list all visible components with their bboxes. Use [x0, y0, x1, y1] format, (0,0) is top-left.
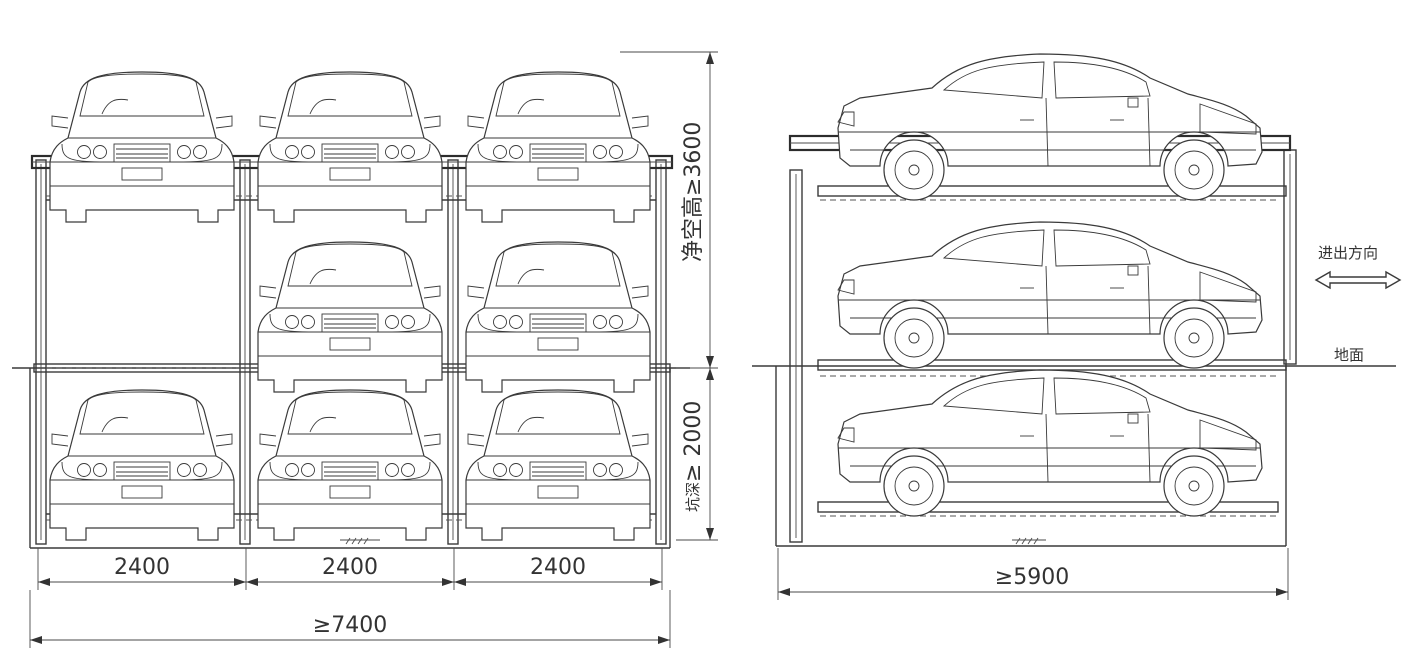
- side-length: ≥5900: [995, 565, 1069, 590]
- vertical-dimension: 净空高≥3600 坑深 ≥ 2000: [620, 51, 718, 541]
- bay-width-1: 2400: [114, 555, 170, 580]
- direction-label: 进出方向: [1318, 244, 1378, 262]
- bay-width-3: 2400: [530, 555, 586, 580]
- total-width: ≥7400: [313, 613, 387, 638]
- side-cars: [837, 53, 1263, 517]
- length-dimension: ≥5900: [777, 548, 1289, 600]
- side-view: 地面 进出: [752, 53, 1402, 600]
- pit-depth-value: ≥ 2000: [681, 401, 706, 482]
- bay-width-2: 2400: [322, 555, 378, 580]
- clear-height-label: 净空高≥3600: [681, 122, 706, 262]
- front-cars: [49, 71, 651, 541]
- direction-arrow: 进出方向: [1314, 244, 1402, 290]
- ground-label: 地面: [1334, 346, 1364, 364]
- front-view: 净空高≥3600 坑深 ≥ 2000 2400 2400 2400: [12, 51, 718, 648]
- pit-depth-label: 坑深: [684, 482, 702, 512]
- steel-columns: [35, 159, 667, 545]
- bay-dimensions: 2400 2400 2400: [37, 548, 663, 590]
- total-width-dimension: ≥7400: [29, 590, 671, 648]
